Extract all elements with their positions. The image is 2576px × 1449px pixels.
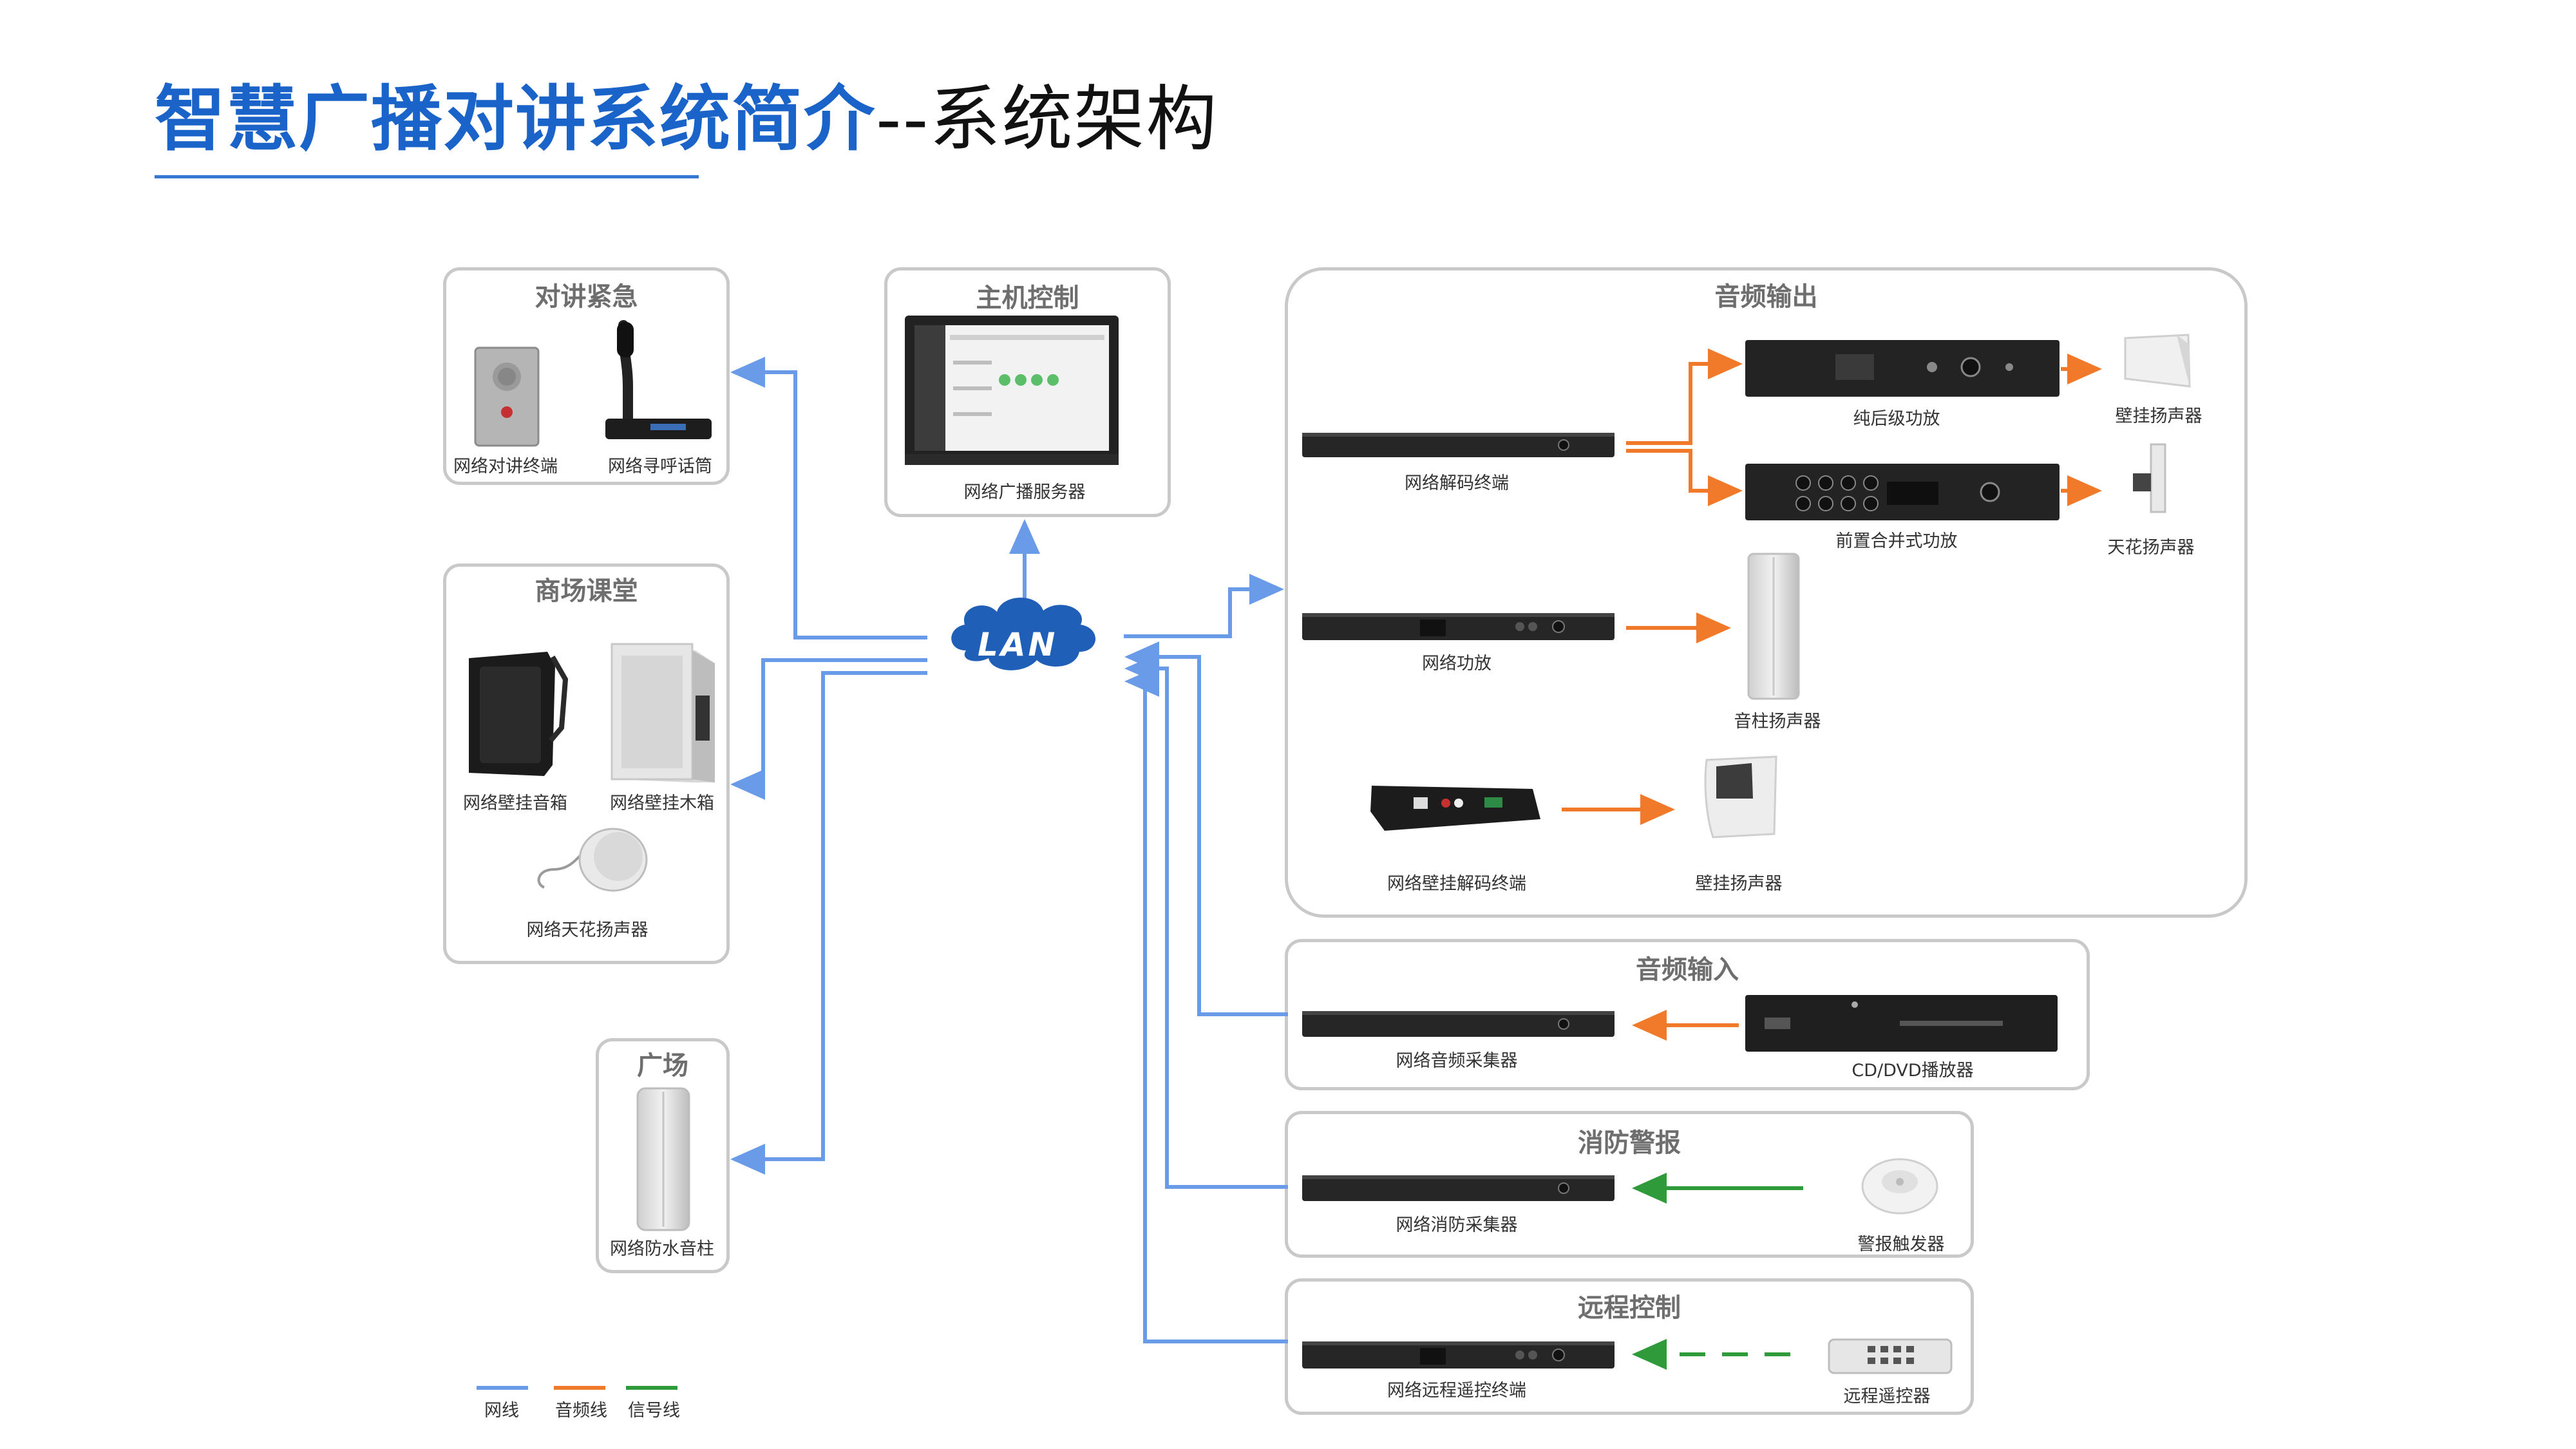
label-wall-speaker: 网络壁挂音箱 [463,793,567,813]
label-broadcast-server: 网络广播服务器 [963,482,1086,502]
label-remote-controller: 远程遥控器 [1843,1387,1931,1406]
label-cd-dvd-player: CD/DVD播放器 [1852,1061,1974,1081]
wall-speaker-black-icon [469,652,569,776]
net-line-intercom [730,357,927,639]
label-remote-terminal: 网络远程遥控终端 [1387,1381,1526,1401]
remote-terminal-icon [1302,1341,1615,1368]
remote-controller-icon [1828,1338,1953,1374]
group-input-title: 音频输入 [1636,955,1739,985]
label-wall-decoder-terminal: 网络壁挂解码终端 [1387,874,1526,894]
lan-label: LAN [978,626,1058,663]
net-line-fire [1124,653,1288,1189]
label-alarm-trigger: 警报触发器 [1857,1235,1945,1255]
label-integrated-amp: 前置合并式功放 [1835,531,1958,551]
group-output-title: 音频输出 [1714,282,1818,312]
network-lines [730,357,1288,1343]
audio-lines [1562,348,2102,1041]
group-intercom: 对讲紧急 [443,267,730,485]
wall-speaker-white-icon-1 [2124,334,2191,388]
decoder-terminal-icon [1302,433,1615,457]
group-intercom-title: 对讲紧急 [535,282,638,312]
network-amplifier-icon [1302,613,1615,640]
label-wall-speaker-out-2: 壁挂扬声器 [1695,874,1783,894]
label-intercom-terminal: 网络对讲终端 [453,457,558,477]
lan-cloud-icon [951,597,1096,670]
label-ceiling-speaker: 网络天花扬声器 [526,920,649,940]
pure-power-amp-icon [1745,340,2060,397]
group-fire-title: 消防警报 [1578,1128,1681,1158]
net-line-remote [1124,666,1288,1343]
page-title: 智慧广播对讲系统简介--系统架构 [155,61,1218,164]
cd-dvd-player-icon [1745,995,2058,1052]
audio-collector-icon [1302,1011,1615,1037]
audio-line-to-integrated [1626,449,1743,506]
wall-wooden-box-icon [611,643,715,782]
label-waterproof-column: 网络防水音柱 [610,1239,714,1259]
group-square-title: 广场 [637,1051,688,1081]
legend-audio: 音频线 [555,1401,607,1421]
group-remote-title: 远程控制 [1578,1293,1681,1323]
label-decoder-terminal: 网络解码终端 [1405,473,1509,493]
net-line-output [1124,574,1284,638]
net-line-mall [730,658,927,800]
smoke-detector-icon [1861,1158,1938,1215]
label-ceiling-speaker-out: 天花扬声器 [2107,538,2195,558]
label-wall-speaker-out-1: 壁挂扬声器 [2115,406,2202,426]
signal-lines [1632,1173,1803,1370]
title-underline [155,175,699,178]
label-column-speaker: 音柱扬声器 [1734,712,1821,732]
fire-collector-icon [1302,1175,1615,1201]
label-wall-wooden-box: 网络壁挂木箱 [610,793,714,813]
label-pure-power-amp: 纯后级功放 [1853,409,1940,429]
waterproof-column-icon [636,1087,690,1231]
intercom-terminal-icon [474,346,540,447]
legend-signal: 信号线 [628,1401,680,1421]
ceiling-speaker-icon-2 [2133,443,2166,513]
column-speaker-icon [1747,553,1800,700]
audio-line-to-poweramp [1626,348,1743,445]
paging-microphone-icon [605,320,712,439]
ceiling-speaker-icon [537,828,648,892]
label-paging-microphone: 网络寻呼话筒 [608,457,712,477]
page-title-sub: --系统架构 [876,78,1218,160]
label-network-amplifier: 网络功放 [1422,654,1492,674]
integrated-amp-icon [1745,464,2060,520]
wall-decoder-terminal-icon [1370,786,1540,831]
group-mall-title: 商场课堂 [535,576,638,606]
label-audio-collector: 网络音频采集器 [1396,1051,1518,1071]
label-fire-collector: 网络消防采集器 [1396,1215,1518,1235]
page-title-main: 智慧广播对讲系统简介 [155,78,876,160]
net-line-input [1124,641,1288,1016]
legend-network: 网线 [484,1401,519,1421]
wall-speaker-white-icon-2 [1704,755,1777,838]
server-rack-icon [905,316,1119,465]
net-line-square [730,671,927,1175]
group-host-title: 主机控制 [976,283,1079,313]
